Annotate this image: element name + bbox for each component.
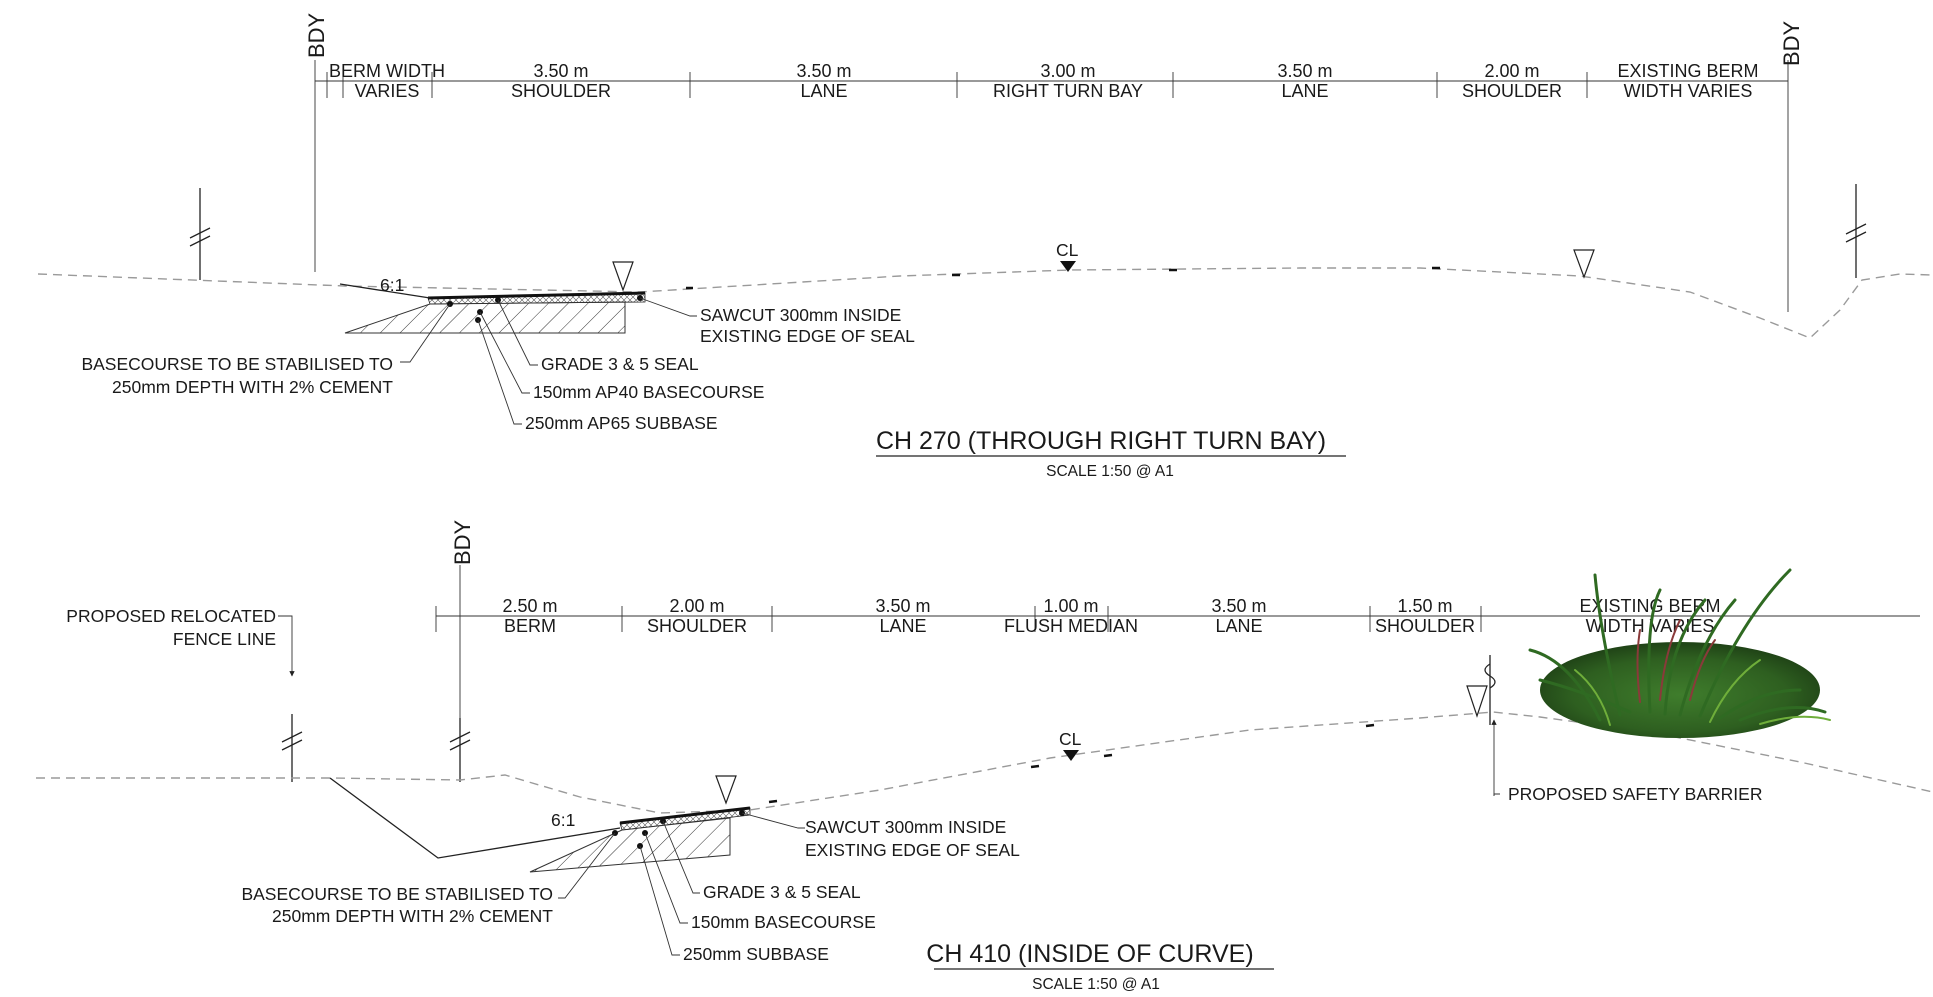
centreline-marker xyxy=(1063,750,1079,761)
annotations: SAWCUT 300mm INSIDE EXISTING EDGE OF SEA… xyxy=(81,305,915,433)
sawcut-note: EXISTING EDGE OF SEAL xyxy=(805,840,1020,860)
stabilise-note: 250mm DEPTH WITH 2% CEMENT xyxy=(272,906,553,926)
basecourse-wedge xyxy=(344,301,626,334)
bdy-label-left: BDY xyxy=(304,12,329,58)
barrier-note: PROPOSED SAFETY BARRIER xyxy=(1508,784,1762,804)
safety-barrier xyxy=(1484,655,1496,725)
lane-marking xyxy=(1365,723,1375,728)
section-ch270: BDY BDY BERM WIDTH VARIES 3.50 m SHOULDE… xyxy=(37,12,1933,480)
level-marker xyxy=(1573,249,1595,279)
lane-marking xyxy=(1030,764,1040,769)
dimension-ticks xyxy=(435,606,1482,632)
barrier-leader-end xyxy=(1493,793,1500,796)
fence-note-line: FENCE LINE xyxy=(173,629,276,649)
dim-top: 3.00 m xyxy=(1040,61,1095,81)
dim-bottom: LANE xyxy=(879,616,926,636)
sawcut-note: SAWCUT 300mm INSIDE xyxy=(805,817,1006,837)
slope-label: 6:1 xyxy=(551,810,575,830)
dim-bottom: LANE xyxy=(1281,81,1328,101)
dim-top: 1.50 m xyxy=(1397,596,1452,616)
basecourse-note: 150mm BASECOURSE xyxy=(691,912,876,932)
annotations: SAWCUT 300mm INSIDE EXISTING EDGE OF SEA… xyxy=(241,817,1020,964)
dimension-ticks xyxy=(326,72,1588,98)
dim-top: 3.50 m xyxy=(533,61,588,81)
level-marker xyxy=(1466,685,1488,718)
existing-ground-line xyxy=(37,267,1933,339)
section-title: CH 410 (INSIDE OF CURVE) xyxy=(926,940,1253,968)
centreline-marker xyxy=(1060,261,1076,272)
dim-bottom: SHOULDER xyxy=(647,616,747,636)
dim-bottom: RIGHT TURN BAY xyxy=(993,81,1143,101)
dim-top: EXISTING BERM xyxy=(1617,61,1758,81)
fence-post-bdy xyxy=(449,718,471,782)
stabilise-note: 250mm DEPTH WITH 2% CEMENT xyxy=(112,377,393,397)
batter-slope xyxy=(339,283,431,299)
level-marker xyxy=(612,261,634,292)
fence-note: PROPOSED RELOCATED FENCE LINE xyxy=(66,606,276,649)
dim-bottom: WIDTH VARIES xyxy=(1624,81,1753,101)
centreline-label: CL xyxy=(1056,240,1079,260)
dim-top: 3.50 m xyxy=(1277,61,1332,81)
seal-surface xyxy=(427,291,646,300)
fence-post-right xyxy=(1845,184,1867,278)
dim-bottom: BERM xyxy=(504,616,556,636)
dim-top: 2.00 m xyxy=(669,596,724,616)
lane-marking xyxy=(768,799,778,804)
basecourse-wedge xyxy=(529,817,731,873)
sawcut-note: SAWCUT 300mm INSIDE xyxy=(700,305,901,325)
existing-ground-line xyxy=(36,711,1933,814)
dim-bottom: FLUSH MEDIAN xyxy=(1004,616,1138,636)
seal-note: GRADE 3 & 5 SEAL xyxy=(541,354,699,374)
annotation-leaders xyxy=(558,812,805,956)
section-title: CH 270 (THROUGH RIGHT TURN BAY) xyxy=(876,427,1326,455)
dim-bottom: SHOULDER xyxy=(1375,616,1475,636)
seal-surface xyxy=(619,806,751,825)
seal-note: GRADE 3 & 5 SEAL xyxy=(703,882,861,902)
dim-top: 2.00 m xyxy=(1484,61,1539,81)
dim-top: 3.50 m xyxy=(875,596,930,616)
section-ch410: BDY PROPOSED RELOCATED FENCE LINE 2.50 m… xyxy=(36,519,1933,993)
scale-label: SCALE 1:50 @ A1 xyxy=(1032,976,1160,993)
slope-label: 6:1 xyxy=(380,275,404,295)
dim-top: 3.50 m xyxy=(796,61,851,81)
fence-note-line: PROPOSED RELOCATED xyxy=(66,606,276,626)
fence-post-left xyxy=(189,188,211,280)
dimension-labels: BERM WIDTH VARIES 3.50 m SHOULDER 3.50 m… xyxy=(329,61,1759,101)
fence-leader xyxy=(278,615,295,677)
dim-top: BERM WIDTH xyxy=(329,61,445,81)
annotation-leaders xyxy=(400,297,697,425)
fence-post-relocated xyxy=(281,714,303,782)
dim-top: 1.00 m xyxy=(1043,596,1098,616)
cut-batter xyxy=(329,777,621,859)
subbase-note: 250mm AP65 SUBBASE xyxy=(525,413,718,433)
dim-bottom: LANE xyxy=(1215,616,1262,636)
dim-bottom: SHOULDER xyxy=(511,81,611,101)
bdy-label-right: BDY xyxy=(1779,20,1804,66)
bdy-label: BDY xyxy=(450,519,475,565)
sawcut-note: EXISTING EDGE OF SEAL xyxy=(700,326,915,346)
dim-bottom: VARIES xyxy=(355,81,420,101)
stabilise-note: BASECOURSE TO BE STABILISED TO xyxy=(241,884,553,904)
dim-top: EXISTING BERM xyxy=(1579,596,1720,616)
lane-marking xyxy=(1103,753,1113,758)
basecourse-note: 150mm AP40 BASECOURSE xyxy=(533,382,764,402)
centreline-label: CL xyxy=(1059,729,1082,749)
dim-bottom: LANE xyxy=(800,81,847,101)
dim-bottom: SHOULDER xyxy=(1462,81,1562,101)
vegetation-image xyxy=(1528,568,1831,738)
scale-label: SCALE 1:50 @ A1 xyxy=(1046,463,1174,480)
stabilise-note: BASECOURSE TO BE STABILISED TO xyxy=(81,354,393,374)
subbase-note: 250mm SUBBASE xyxy=(683,944,829,964)
dim-top: 3.50 m xyxy=(1211,596,1266,616)
dim-top: 2.50 m xyxy=(502,596,557,616)
level-marker xyxy=(715,775,737,805)
